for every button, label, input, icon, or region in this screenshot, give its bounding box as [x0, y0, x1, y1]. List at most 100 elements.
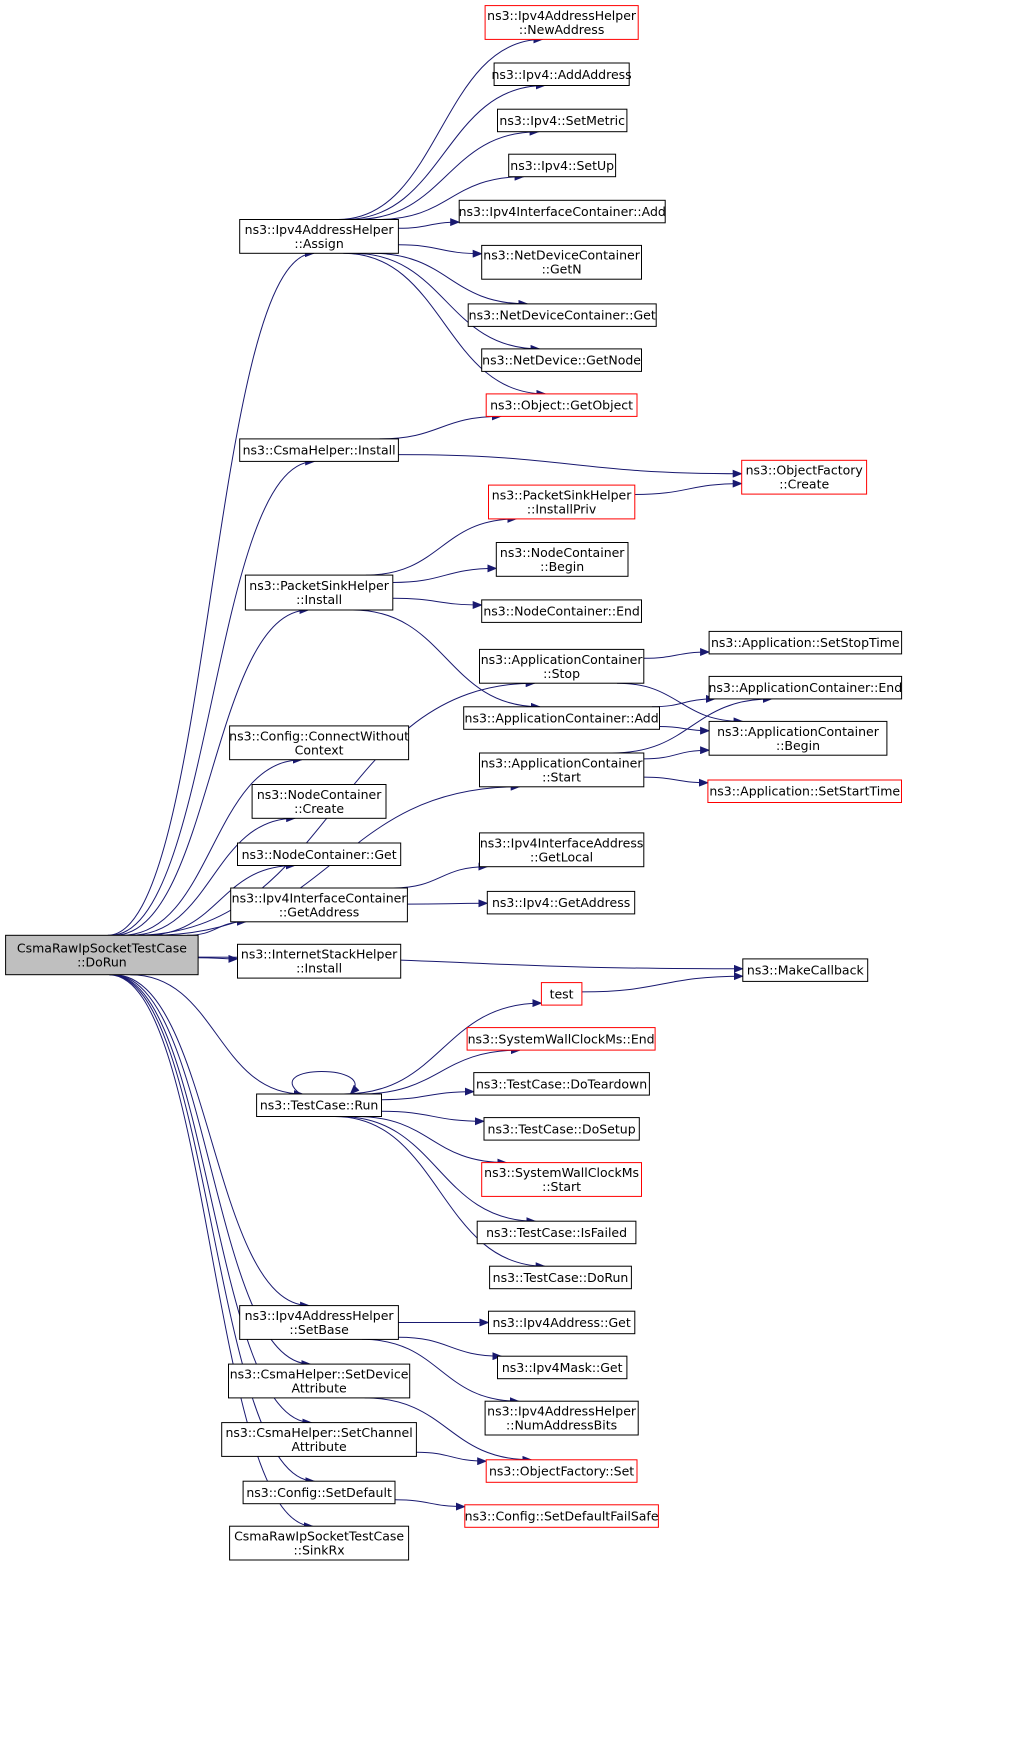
edge-ac_add-to-ac_begin	[659, 726, 711, 735]
node-label-line: ns3::Ipv4InterfaceContainer	[232, 890, 408, 905]
node-nd_getnode[interactable]: ns3::NetDevice::GetNode	[481, 348, 643, 372]
node-config_setdefaultfailsafe[interactable]: ns3::Config::SetDefaultFailSafe	[464, 1504, 659, 1528]
node-test[interactable]: test	[540, 982, 583, 1006]
node-label-line: ::Install	[296, 592, 342, 607]
node-box	[476, 1220, 637, 1245]
node-ac_begin[interactable]: ns3::ApplicationContainer::Begin	[708, 720, 888, 756]
edge-csma_setdevattr-to-of_set	[364, 1397, 533, 1464]
node-psh_install[interactable]: ns3::PacketSinkHelper::Install	[244, 574, 394, 611]
node-ish_install[interactable]: ns3::InternetStackHelper::Install	[237, 943, 402, 979]
node-ipv4_setmetric[interactable]: ns3::Ipv4::SetMetric	[497, 108, 628, 133]
node-ia_getlocal[interactable]: ns3::Ipv4InterfaceAddress::GetLocal	[479, 832, 645, 868]
edge-ipv4addr_assign-to-ndc_get	[371, 252, 529, 308]
node-psh_installpriv[interactable]: ns3::PacketSinkHelper::InstallPriv	[488, 484, 636, 520]
node-ic_getaddress[interactable]: ns3::Ipv4InterfaceContainer::GetAddress	[230, 887, 408, 923]
node-csma_install[interactable]: ns3::CsmaHelper::Install	[239, 438, 399, 462]
node-makecallback[interactable]: ns3::MakeCallback	[742, 958, 869, 982]
edge-tc_run-to-swc_end	[360, 1046, 521, 1095]
node-nc_begin[interactable]: ns3::NodeContainer::Begin	[495, 542, 629, 577]
node-box	[467, 303, 657, 327]
edge-ac_stop-to-ac_begin	[616, 682, 744, 726]
node-label-line: ::NewAddress	[519, 22, 604, 37]
node-label-line: ns3::Ipv4AddressHelper	[245, 222, 395, 237]
node-sinkrx[interactable]: CsmaRawIpSocketTestCase::SinkRx	[229, 1525, 410, 1561]
node-box	[464, 1504, 659, 1528]
node-ndc_get[interactable]: ns3::NetDeviceContainer::Get	[467, 303, 657, 327]
node-box	[239, 219, 399, 254]
node-box	[228, 1363, 411, 1399]
node-label-line: ::Start	[542, 1179, 581, 1194]
node-swc_end[interactable]: ns3::SystemWallClockMs::End	[466, 1027, 656, 1051]
node-label-line: ns3::ApplicationContainer::End	[708, 680, 902, 695]
node-tc_dosetup[interactable]: ns3::TestCase::DoSetup	[483, 1117, 640, 1141]
edge-ipv4addr_assign-to-obj_getobject	[343, 252, 547, 398]
node-box	[508, 153, 617, 178]
node-app_setstarttime[interactable]: ns3::Application::SetStartTime	[707, 779, 903, 803]
node-ipv4mask_get[interactable]: ns3::Ipv4Mask::Get	[497, 1355, 628, 1380]
node-tc_isfailed[interactable]: ns3::TestCase::IsFailed	[476, 1220, 637, 1245]
node-numaddressbits[interactable]: ns3::Ipv4AddressHelper::NumAddressBits	[484, 1400, 639, 1436]
node-box	[483, 1117, 640, 1141]
node-ac_start[interactable]: ns3::ApplicationContainer::Start	[479, 752, 645, 788]
edge-root-to-ipv4addr_assign	[107, 249, 315, 936]
edge-root-to-tc_run	[130, 974, 304, 1098]
node-ipv4_addaddress[interactable]: ns3::Ipv4::AddAddress	[492, 62, 632, 86]
node-nc_create[interactable]: ns3::NodeContainer::Create	[251, 784, 387, 819]
node-ac_end[interactable]: ns3::ApplicationContainer::End	[708, 675, 902, 700]
node-label-line: ns3::CsmaHelper::Install	[243, 443, 396, 458]
node-label-line: ::Begin	[540, 559, 584, 574]
edge-root-to-nc_create	[129, 814, 297, 936]
node-box	[239, 1305, 399, 1340]
node-tc_doteardown[interactable]: ns3::TestCase::DoTeardown	[473, 1072, 650, 1096]
node-box	[463, 706, 661, 730]
edge-ac_add-to-ac_end	[651, 694, 716, 708]
node-newaddress[interactable]: ns3::Ipv4AddressHelper::NewAddress	[484, 5, 639, 40]
node-label-line: ns3::ObjectFactory::Set	[489, 1464, 634, 1479]
node-label-line: ns3::Config::ConnectWithout	[229, 728, 409, 743]
node-ndc_getn[interactable]: ns3::NetDeviceContainer::GetN	[481, 244, 643, 280]
edge-tc_run-to-test	[343, 999, 543, 1095]
edge-root-to-ic_getaddress	[187, 917, 247, 936]
node-app_setstoptime[interactable]: ns3::Application::SetStopTime	[708, 630, 903, 655]
node-ipv4_setup[interactable]: ns3::Ipv4::SetUp	[508, 153, 617, 178]
node-root[interactable]: CsmaRawIpSocketTestCase::DoRun	[5, 934, 199, 976]
node-label-line: ns3::Application::SetStartTime	[709, 784, 900, 799]
node-box	[707, 779, 903, 803]
node-ipv4addr_setbase[interactable]: ns3::Ipv4AddressHelper::SetBase	[239, 1305, 399, 1340]
node-box	[741, 459, 868, 495]
edge-tc_run-to-swc_start	[355, 1116, 508, 1167]
node-of_create[interactable]: ns3::ObjectFactory::Create	[741, 459, 868, 495]
node-label-line: Attribute	[291, 1381, 347, 1396]
node-box	[239, 438, 399, 462]
node-config_setdefault[interactable]: ns3::Config::SetDefault	[242, 1480, 396, 1505]
edge-psh_installpriv-to-of_create	[634, 479, 743, 495]
node-ac_stop[interactable]: ns3::ApplicationContainer::Stop	[479, 648, 645, 684]
node-ipv4addr_assign[interactable]: ns3::Ipv4AddressHelper::Assign	[239, 219, 399, 254]
node-ac_add[interactable]: ns3::ApplicationContainer::Add	[463, 706, 661, 730]
node-label-line: ns3::CsmaHelper::SetChannel	[225, 1425, 412, 1440]
node-label-line: ::GetLocal	[530, 849, 593, 864]
node-swc_start[interactable]: ns3::SystemWallClockMs::Start	[481, 1162, 643, 1197]
node-nc_get[interactable]: ns3::NodeContainer::Get	[237, 842, 402, 866]
edge-test-to-makecallback	[581, 972, 744, 993]
node-tc_dorun[interactable]: ns3::TestCase::DoRun	[489, 1265, 632, 1290]
edge-root-to-ipv4addr_setbase	[113, 974, 311, 1310]
node-of_set[interactable]: ns3::ObjectFactory::Set	[485, 1459, 638, 1483]
node-ic_add[interactable]: ns3::Ipv4InterfaceContainer::Add	[459, 199, 666, 224]
node-ipv4address_get[interactable]: ns3::Ipv4Address::Get	[488, 1310, 636, 1335]
node-label-line: ns3::Ipv4::SetMetric	[499, 113, 625, 128]
node-label-line: ns3::Object::GetObject	[490, 398, 633, 413]
node-ipv4_getaddress[interactable]: ns3::Ipv4::GetAddress	[486, 890, 636, 915]
node-label-line: ns3::ApplicationContainer	[481, 652, 644, 667]
node-box	[484, 1400, 639, 1436]
edge-ac_stop-to-app_setstoptime	[643, 648, 711, 659]
node-tc_run[interactable]: ns3::TestCase::Run	[256, 1093, 383, 1117]
node-nc_end[interactable]: ns3::NodeContainer::End	[481, 599, 643, 623]
edge-root-to-csma_setdevattr	[111, 974, 312, 1369]
node-box	[486, 890, 636, 915]
node-obj_getobject[interactable]: ns3::Object::GetObject	[485, 393, 638, 417]
